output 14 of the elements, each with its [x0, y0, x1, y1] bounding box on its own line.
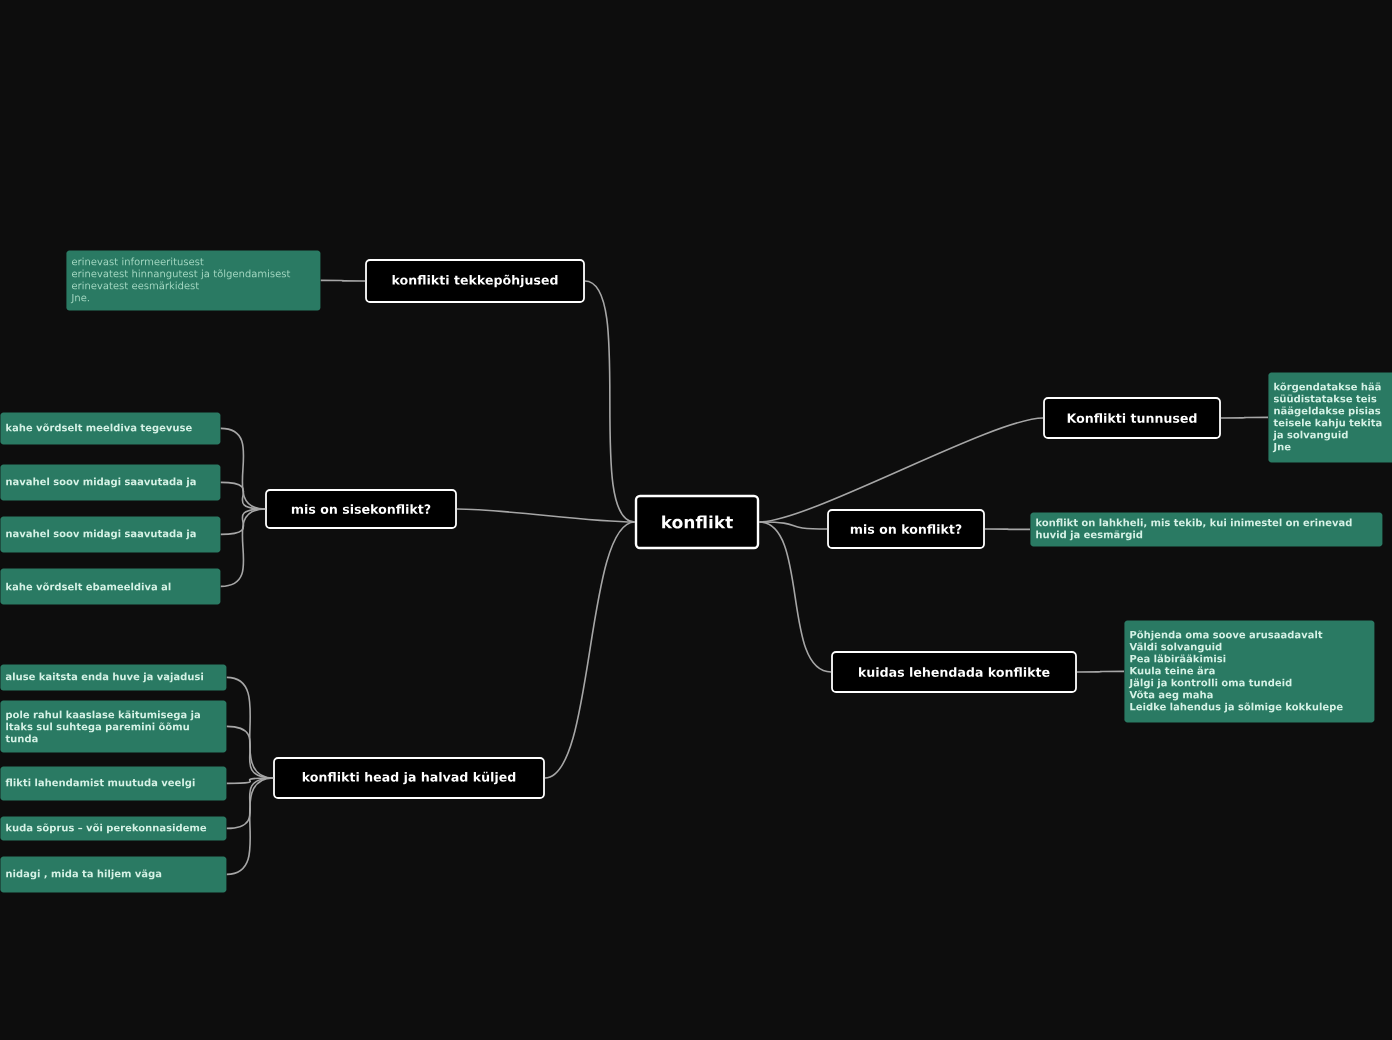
connector-line	[220, 508, 266, 536]
topic-box: konflikt	[634, 494, 760, 550]
connector-line	[584, 280, 636, 523]
connector-line	[1076, 670, 1125, 673]
connector-line	[220, 508, 266, 588]
connector-line	[226, 777, 274, 876]
connector-line	[456, 508, 636, 523]
connector-line	[226, 777, 274, 830]
connector-line	[1220, 416, 1269, 419]
connector-line	[758, 521, 828, 530]
connector-line	[758, 521, 832, 673]
connector-line	[544, 521, 636, 779]
connector-line	[984, 528, 1031, 531]
connector-line	[320, 279, 366, 282]
